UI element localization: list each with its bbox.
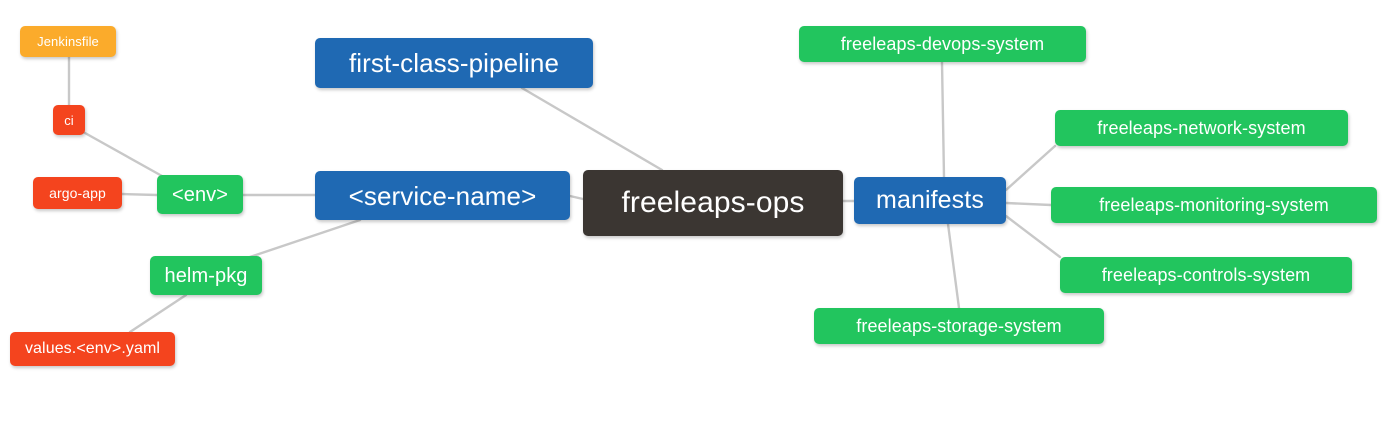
node-controls[interactable]: freeleaps-controls-system: [1060, 257, 1352, 293]
node-monitoring[interactable]: freeleaps-monitoring-system: [1051, 187, 1377, 223]
node-service-name[interactable]: <service-name>: [315, 171, 570, 220]
edge-manifests-to-storage: [946, 222, 961, 310]
node-argo-app[interactable]: argo-app: [33, 177, 122, 209]
edge-values-yaml-to-helm-pkg: [128, 293, 188, 334]
node-helm-pkg[interactable]: helm-pkg: [150, 256, 262, 295]
node-values-yaml[interactable]: values.<env>.yaml: [10, 332, 175, 366]
node-devops[interactable]: freeleaps-devops-system: [799, 26, 1086, 62]
node-storage[interactable]: freeleaps-storage-system: [814, 308, 1104, 344]
node-ci[interactable]: ci: [53, 105, 85, 135]
edge-manifests-to-controls: [1004, 214, 1062, 259]
edge-ci-to-env: [83, 131, 164, 178]
node-network[interactable]: freeleaps-network-system: [1055, 110, 1348, 146]
edge-manifests-to-devops: [940, 60, 946, 179]
edge-service-name-to-freeleaps-ops: [568, 194, 585, 201]
node-jenkinsfile[interactable]: Jenkinsfile: [20, 26, 116, 57]
edge-manifests-to-network: [1004, 144, 1057, 192]
node-env[interactable]: <env>: [157, 175, 243, 214]
edge-pipeline-to-freeleaps-ops: [520, 86, 664, 172]
node-pipeline[interactable]: first-class-pipeline: [315, 38, 593, 88]
node-freeleaps-ops[interactable]: freeleaps-ops: [583, 170, 843, 236]
edge-argo-app-to-env: [120, 192, 159, 197]
edge-manifests-to-monitoring: [1004, 201, 1053, 207]
node-manifests[interactable]: manifests: [854, 177, 1006, 224]
edge-helm-pkg-to-service-name: [242, 218, 362, 261]
